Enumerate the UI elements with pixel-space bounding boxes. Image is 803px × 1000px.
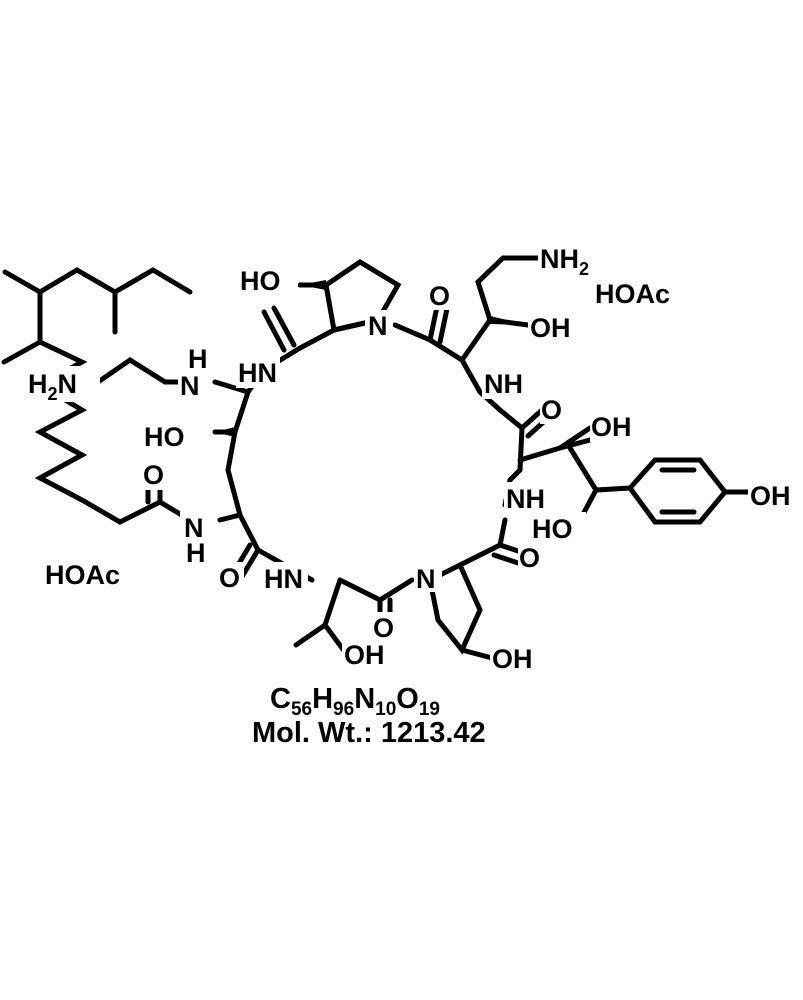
label-o-bottom: O (373, 613, 394, 643)
label-ho-right-lower: HO (532, 514, 573, 544)
label-o-right: O (541, 395, 562, 425)
label-hoac-left: HOAc (45, 560, 120, 590)
label-oh-right-2: OH (591, 412, 632, 442)
label-o-lower-left: O (219, 563, 240, 593)
label-oh-top-right: OH (530, 313, 571, 343)
label-hoac-right: HOAc (595, 279, 670, 309)
label-nh-linker-h: H (188, 344, 208, 374)
label-o-chain-amide: O (143, 460, 164, 490)
label-n-chain-amide: N (184, 513, 204, 543)
label-ho-left: HO (144, 422, 185, 452)
molecular-weight: Mol. Wt.: 1213.42 (252, 717, 486, 749)
label-nh2-top: NH2 (540, 244, 589, 279)
label-n-pyrrolidine-2: N (416, 564, 436, 594)
label-nh-right: NH (484, 369, 523, 399)
label-oh-bottom-right: OH (492, 644, 533, 674)
label-ho-top: HO (240, 266, 281, 296)
label-oh-bottom-left: OH (344, 640, 385, 670)
label-n-pyrrolidine-1: N (368, 311, 388, 341)
label-oh-phenol: OH (750, 481, 791, 511)
label-hn-upper: HN (238, 358, 277, 388)
label-nh-linker-n: N (180, 371, 200, 401)
molecular-formula: C56H96N10O19 (270, 683, 440, 720)
label-nh-right-lower: NH (506, 484, 545, 514)
label-o-top: O (429, 281, 450, 311)
label-hn-lower: HN (264, 564, 303, 594)
label-o-lower-right: O (519, 543, 540, 573)
label-h-chain-amide: H (186, 538, 206, 568)
stereo-wedges (215, 280, 528, 437)
macrocycle (95, 255, 758, 661)
label-h2n-left: H2N (28, 369, 77, 404)
atom-labels: HO NH2 HOAc O N OH H2N H N HN NH O OH HO… (26, 242, 798, 674)
